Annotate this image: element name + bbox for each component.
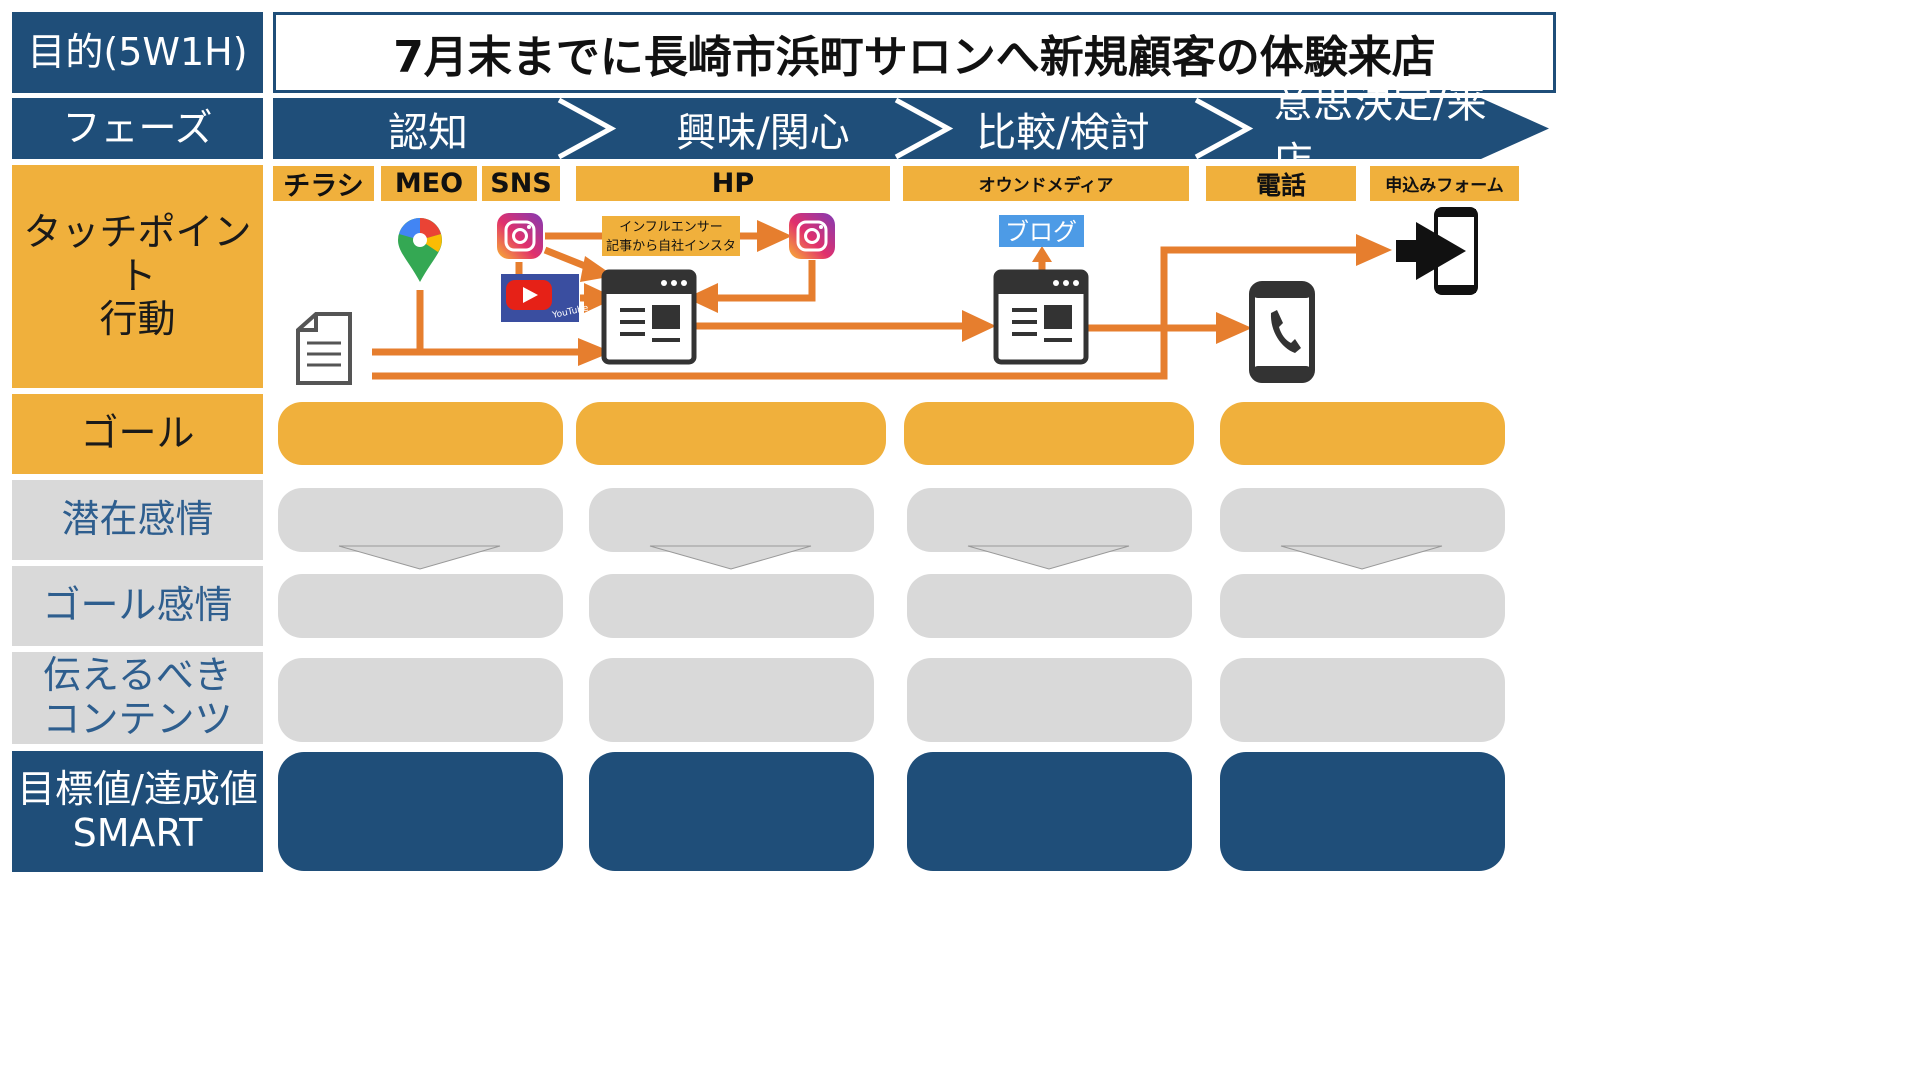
touchpoint-flyer-label: チラシ	[283, 171, 364, 202]
connector-instagram2-hp	[712, 260, 816, 302]
down-arrow-icon	[338, 545, 501, 570]
goal-cell-comparison	[904, 402, 1194, 465]
touchpoint-phone-label: 電話	[1255, 170, 1306, 200]
instagram-icon	[789, 213, 835, 259]
row-label-contents-text: 伝えるべき コンテンツ	[42, 653, 233, 741]
row-label-goal-emotion: ゴール感情	[12, 566, 263, 646]
arrowhead-blog	[1032, 246, 1052, 262]
map-pin-icon	[398, 218, 442, 282]
row-label-contents: 伝えるべき コンテンツ	[12, 652, 263, 744]
goal-emotion-cell-comparison	[907, 574, 1192, 638]
phone-icon	[1249, 281, 1315, 383]
row-label-touchpoint: タッチポイント 行動	[12, 165, 263, 388]
down-arrow-icon	[1280, 545, 1443, 570]
row-label-kpi-text: 目標値/達成値 SMART	[17, 766, 258, 855]
goal-cell-awareness	[278, 402, 563, 465]
arrowhead-instagram2	[757, 220, 792, 252]
row-label-goal-text: ゴール	[80, 411, 195, 456]
row-label-phase: フェーズ	[12, 98, 263, 159]
down-arrow-icon	[649, 545, 812, 570]
goal-emotion-cell-awareness	[278, 574, 563, 638]
arrowhead-youtube-hp	[584, 283, 616, 313]
latent-emotion-cell-interest	[589, 488, 874, 552]
arrowhead-form	[1356, 234, 1392, 266]
row-label-purpose: 目的(5W1H)	[12, 12, 263, 93]
influencer-note-line1: インフルエンサー	[619, 220, 723, 235]
touchpoint-hp: HP	[576, 166, 890, 201]
phase-comparison: 比較/検討	[976, 109, 1150, 156]
browser-window-icon	[993, 269, 1089, 365]
touchpoint-hp-label: HP	[711, 168, 755, 199]
contents-cell-interest	[589, 658, 874, 742]
row-label-kpi: 目標値/達成値 SMART	[12, 751, 263, 872]
row-label-touchpoint-text: タッチポイント 行動	[23, 209, 252, 342]
touchpoint-owned-media: オウンドメディア	[903, 166, 1189, 201]
influencer-note-line2: 記事から自社インスタ	[606, 238, 736, 254]
kpi-cell-awareness	[278, 752, 563, 871]
touchpoint-sns: SNS	[482, 166, 560, 201]
latent-emotion-cell-decision	[1220, 488, 1505, 552]
row-label-latent-emotion: 潜在感情	[12, 480, 263, 560]
down-arrow-icon	[967, 545, 1130, 570]
connector-flyer-form	[372, 246, 1360, 380]
youtube-icon: YouTube	[501, 274, 590, 322]
arrowhead-media	[962, 310, 996, 342]
row-label-goal: ゴール	[12, 394, 263, 474]
touchpoint-sns-label: SNS	[490, 168, 552, 199]
phase-interest: 興味/関心	[676, 109, 850, 156]
contents-cell-comparison	[907, 658, 1192, 742]
row-label-goal-emotion-text: ゴール感情	[42, 583, 233, 628]
goal-cell-interest	[576, 402, 886, 465]
goal-emotion-cell-decision	[1220, 574, 1505, 638]
latent-emotion-cell-awareness	[278, 488, 563, 552]
blog-label: ブログ	[1005, 218, 1077, 246]
row-label-phase-text: フェーズ	[62, 105, 213, 150]
kpi-cell-decision	[1220, 752, 1505, 871]
touchpoint-owned-media-label: オウンドメディア	[978, 176, 1114, 196]
touchpoint-flyer: チラシ	[273, 166, 374, 202]
goal-emotion-cell-interest	[589, 574, 874, 638]
purpose-title-box: 7月末までに長崎市浜町サロンへ新規顧客の体験来店	[273, 12, 1556, 93]
touchpoint-meo-label: MEO	[394, 168, 464, 199]
instagram-icon	[497, 213, 543, 259]
influencer-note: インフルエンサー 記事から自社インスタ	[602, 216, 740, 256]
touchpoint-phone: 電話	[1206, 166, 1356, 201]
browser-window-icon	[601, 269, 697, 365]
phone-entry-icon	[1396, 207, 1478, 295]
row-label-purpose-text: 目的(5W1H)	[27, 29, 248, 74]
row-label-latent-text: 潜在感情	[61, 497, 214, 542]
kpi-cell-interest	[589, 752, 874, 871]
connector-instagram-hp	[543, 246, 592, 272]
touchpoint-meo: MEO	[381, 166, 477, 201]
arrowhead-instagram2-hp	[686, 283, 718, 313]
latent-emotion-cell-comparison	[907, 488, 1192, 552]
kpi-cell-comparison	[907, 752, 1192, 871]
arrowhead-phone	[1216, 312, 1252, 344]
arrowhead-hp	[578, 338, 612, 366]
purpose-title: 7月末までに長崎市浜町サロンへ新規顧客の体験来店	[393, 31, 1436, 83]
phase-awareness: 認知	[388, 109, 468, 156]
touchpoint-form-label: 申込みフォーム	[1385, 176, 1504, 196]
blog-tag: ブログ	[999, 215, 1084, 247]
touchpoint-application-form: 申込みフォーム	[1370, 166, 1519, 201]
document-icon	[296, 312, 352, 385]
phase-bar-shape	[273, 98, 1549, 159]
contents-cell-decision	[1220, 658, 1505, 742]
contents-cell-awareness	[278, 658, 563, 742]
goal-cell-decision	[1220, 402, 1505, 465]
